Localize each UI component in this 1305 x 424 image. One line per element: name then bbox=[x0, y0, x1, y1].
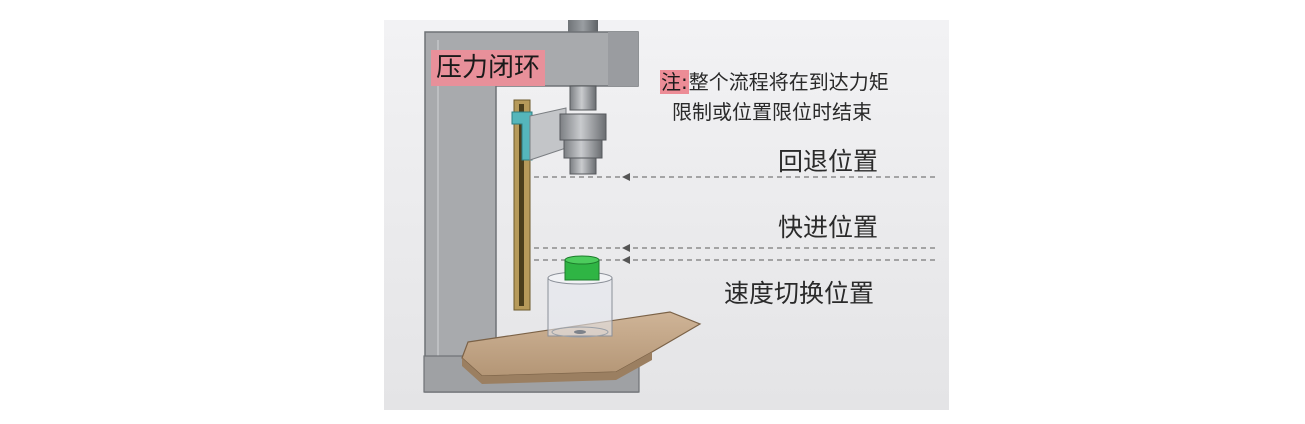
cup-hole bbox=[574, 330, 586, 334]
note-prefix: 注: bbox=[660, 70, 689, 94]
title-label: 压力闭环 bbox=[431, 50, 546, 86]
speed-switch-position-label: 速度切换位置 bbox=[724, 279, 875, 308]
scale-strip bbox=[519, 104, 524, 306]
press-head-lower bbox=[563, 139, 603, 159]
arrow-speed bbox=[622, 256, 630, 264]
arrow-retract bbox=[622, 173, 630, 181]
frame-shade bbox=[608, 32, 638, 86]
press-head-top bbox=[569, 85, 597, 111]
note-line-1: 注:整个流程将在到达力矩 bbox=[660, 68, 889, 96]
press-ram bbox=[569, 157, 597, 175]
platform-edge bbox=[462, 352, 652, 384]
rail-bracket bbox=[511, 111, 533, 161]
cup-bottom bbox=[551, 326, 609, 338]
note-line-2: 限制或位置限位时结束 bbox=[672, 100, 872, 124]
fast-advance-position-label: 快进位置 bbox=[778, 213, 879, 242]
transparent-cup bbox=[547, 277, 613, 337]
position-lines bbox=[534, 176, 938, 261]
green-cap-top bbox=[564, 255, 600, 265]
note-text-1: 整个流程将在到达力矩 bbox=[688, 70, 889, 94]
press-head-body bbox=[559, 113, 607, 141]
arrowheads bbox=[622, 173, 630, 264]
arrow-fast bbox=[622, 244, 630, 252]
press-diagram: 压力闭环 注:整个流程将在到达力矩 限制或位置限位时结束 回退位置 快进位置 速… bbox=[384, 20, 949, 410]
retract-position-label: 回退位置 bbox=[778, 147, 879, 176]
